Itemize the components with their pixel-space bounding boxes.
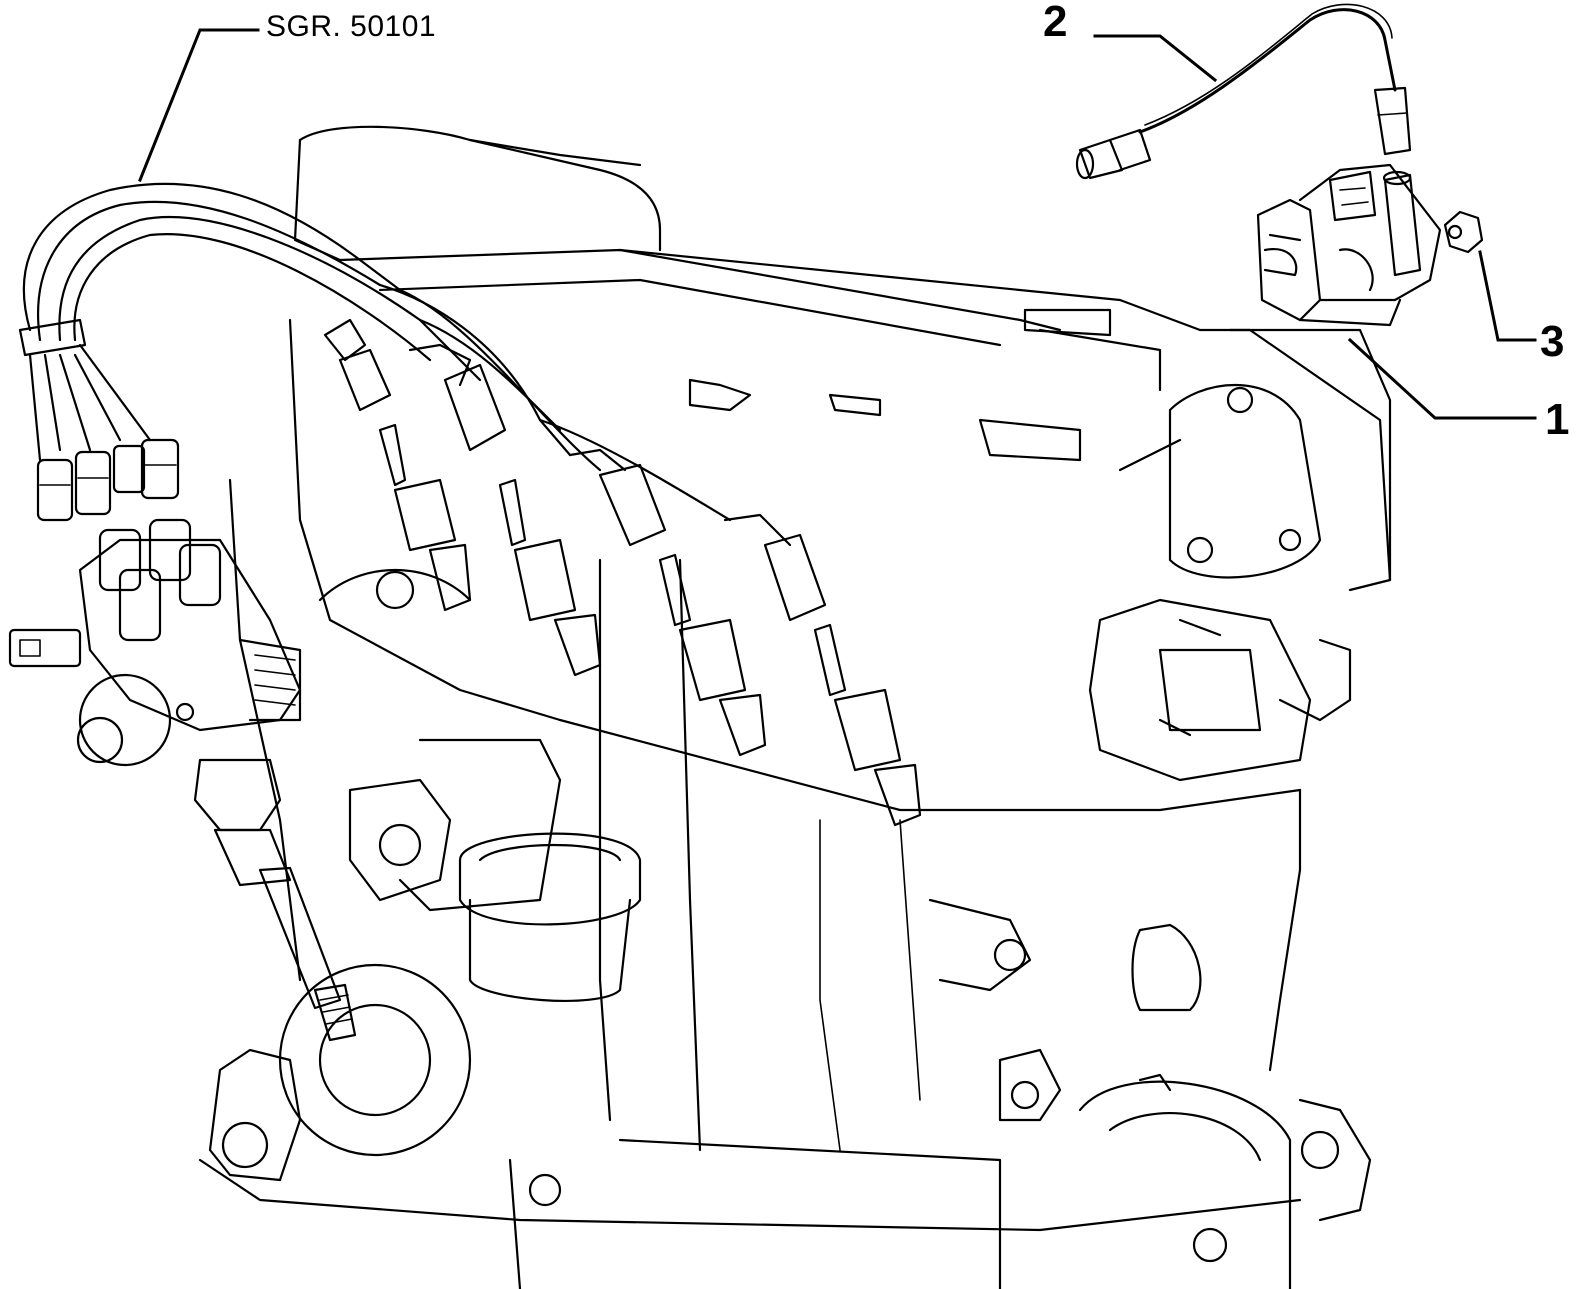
callout-3: 3 (1540, 317, 1564, 366)
distributor-end-boots (36, 438, 180, 522)
reference-label: SGR. 50101 (266, 10, 436, 43)
leader-1 (1347, 337, 1537, 420)
coil-ht-lead (1075, 3, 1412, 180)
spark-plug-4 (813, 623, 922, 827)
spark-plug-2 (498, 478, 602, 677)
leader-sgr (138, 28, 260, 182)
plug-boots (323, 318, 827, 622)
engine-block (198, 125, 1392, 1289)
ignition-coil (1256, 163, 1442, 327)
spark-plugs (378, 423, 922, 827)
leader-lines (138, 28, 1537, 420)
callout-1: 1 (1545, 395, 1569, 444)
ignition-cable-harness (18, 182, 732, 522)
distributor (8, 518, 357, 1042)
spark-plug-1 (378, 423, 472, 612)
leader-2 (1093, 34, 1218, 83)
callout-2: 2 (1043, 0, 1067, 46)
coil-mounting-nut (1443, 210, 1484, 254)
spark-plug-3 (658, 553, 767, 757)
leader-3 (1478, 250, 1537, 342)
